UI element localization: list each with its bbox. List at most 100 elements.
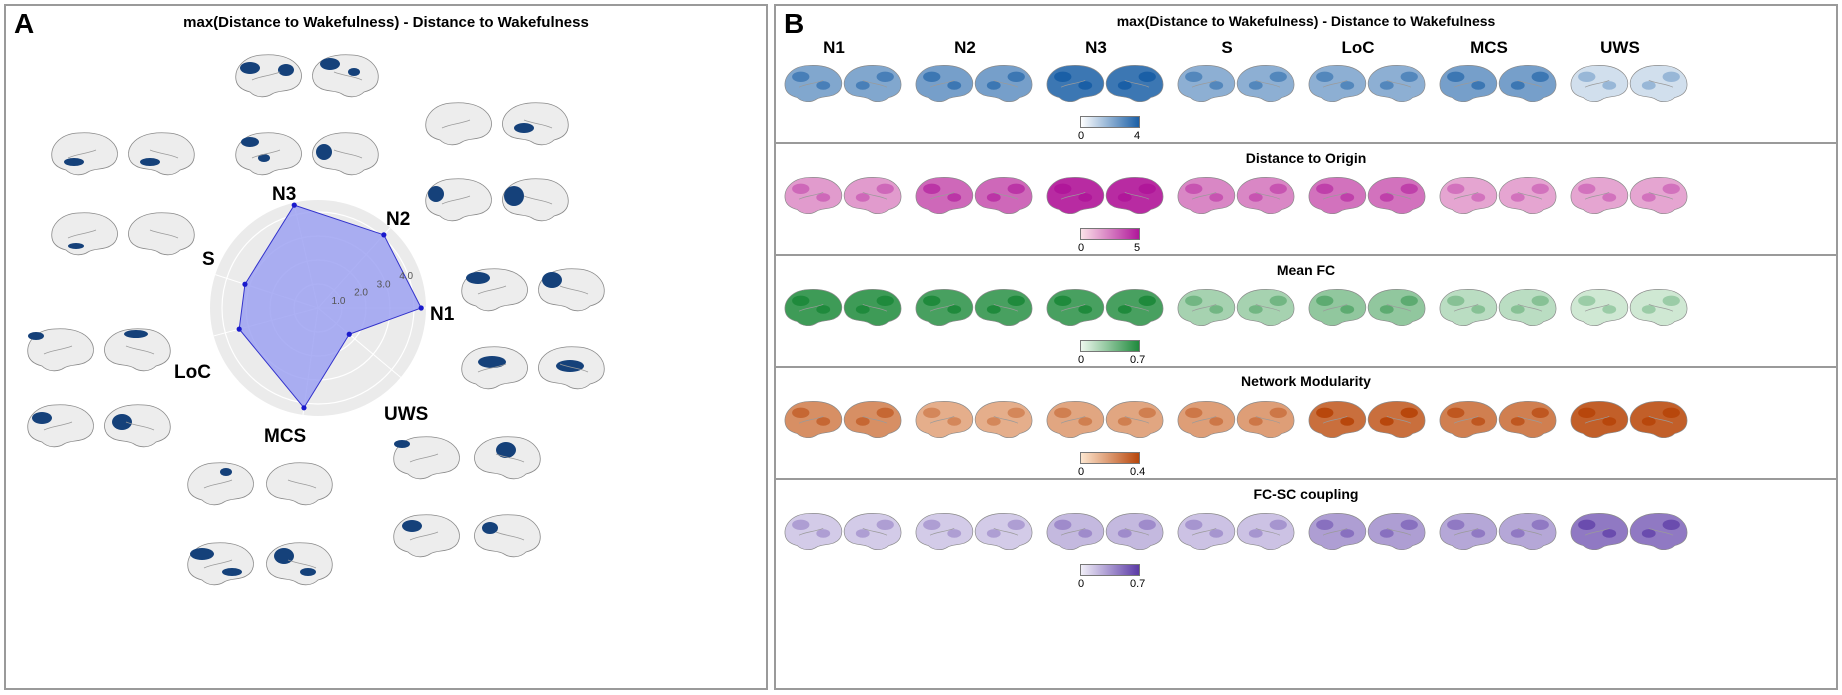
colorbar-network-modularity — [1080, 452, 1140, 464]
brain-surface-map — [1173, 508, 1237, 552]
brain-surface-map — [264, 458, 338, 506]
brain-surface-map — [1628, 396, 1692, 440]
brain-surface-map — [420, 174, 494, 222]
brain-icon — [974, 401, 1033, 439]
brain-icon — [538, 346, 605, 390]
brain-icon — [1236, 289, 1295, 327]
brain-icon — [915, 401, 974, 439]
brain-surface-map — [1042, 508, 1106, 552]
brain-surface-map — [842, 172, 906, 216]
brain-icon — [1308, 65, 1367, 103]
brain-surface-map — [1042, 284, 1106, 328]
brain-surface-map — [1173, 172, 1237, 216]
brain-surface-map — [842, 60, 906, 104]
brain-surface-map — [1104, 60, 1168, 104]
brain-surface-map — [1628, 60, 1692, 104]
brain-icon — [1629, 65, 1688, 103]
brain-surface-map — [1104, 172, 1168, 216]
colorbar-max: 0.7 — [1130, 578, 1146, 590]
column-header-s: S — [1221, 38, 1233, 57]
stage-label-loc: LoC — [174, 362, 211, 383]
brain-icon — [974, 177, 1033, 215]
brain-icon — [843, 65, 902, 103]
brain-surface-map — [1304, 508, 1368, 552]
brain-icon — [235, 132, 302, 176]
brain-icon — [843, 401, 902, 439]
panel-b: B N1 N2 N3 S LoC MCS UWS max(Distance to… — [774, 4, 1838, 690]
stage-label-n2: N2 — [386, 209, 411, 230]
brain-surface-map — [842, 284, 906, 328]
brain-icon — [1177, 401, 1236, 439]
brain-surface-map — [1304, 284, 1368, 328]
brain-icon — [1498, 513, 1557, 551]
brain-icon — [784, 401, 843, 439]
brain-icon — [51, 212, 118, 256]
row-separator — [776, 366, 1836, 368]
radar-point-s — [242, 281, 248, 287]
radar-tick-label: 2.0 — [354, 288, 368, 299]
brain-surface-map — [1566, 284, 1630, 328]
brain-surface-map — [46, 208, 120, 256]
brain-icon — [502, 178, 569, 222]
brain-surface-map — [1104, 508, 1168, 552]
brain-surface-map — [1497, 396, 1561, 440]
brain-surface-map — [102, 324, 176, 372]
row-title-distance-wakefulness: max(Distance to Wakefulness) - Distance … — [1116, 13, 1496, 29]
brain-icon — [128, 132, 195, 176]
brain-icon — [784, 513, 843, 551]
brain-surface-map — [1304, 60, 1368, 104]
stage-label-n1: N1 — [430, 304, 455, 325]
radar-tick-label: 1.0 — [332, 296, 346, 307]
brain-icon — [1308, 289, 1367, 327]
brain-icon — [1367, 65, 1426, 103]
brain-icon — [1367, 177, 1426, 215]
brain-icon — [1629, 513, 1688, 551]
brain-surface-map — [973, 284, 1037, 328]
brain-icon — [1046, 513, 1105, 551]
brain-icon — [974, 289, 1033, 327]
colorbar-max: 0.4 — [1130, 466, 1146, 478]
column-header-uws: UWS — [1600, 38, 1640, 57]
brain-icon — [425, 102, 492, 146]
brain-surface-map — [780, 284, 844, 328]
brain-icon — [1105, 289, 1164, 327]
brain-surface-map — [1497, 284, 1561, 328]
brain-icon — [1105, 177, 1164, 215]
brain-surface-map — [973, 396, 1037, 440]
row-separator — [776, 478, 1836, 480]
brain-icon — [1105, 513, 1164, 551]
brain-icon — [1308, 513, 1367, 551]
brain-icon — [312, 132, 379, 176]
brain-surface-map — [1566, 508, 1630, 552]
brain-icon — [1439, 177, 1498, 215]
brain-surface-map — [1304, 172, 1368, 216]
radar-chart: 1.02.03.04.0 — [210, 200, 426, 416]
column-header-n2: N2 — [954, 38, 976, 57]
brain-surface-map — [1435, 284, 1499, 328]
colorbar-max: 5 — [1134, 242, 1141, 254]
brain-surface-map — [420, 98, 494, 146]
brain-icon — [843, 513, 902, 551]
brain-icon — [312, 54, 379, 98]
brain-surface-map — [1497, 60, 1561, 104]
brain-icon — [1629, 177, 1688, 215]
brain-icon — [104, 328, 171, 372]
brain-surface-map — [1042, 60, 1106, 104]
brain-surface-map — [182, 538, 256, 586]
brain-icon — [1570, 401, 1629, 439]
brain-icon — [51, 132, 118, 176]
colorbar-min: 0 — [1078, 242, 1085, 254]
radar-point-mcs — [301, 405, 307, 411]
brain-surface-map — [230, 50, 304, 98]
brain-icon — [1177, 65, 1236, 103]
colorbar-mean-fc — [1080, 340, 1140, 352]
brain-icon — [974, 513, 1033, 551]
brain-icon — [1498, 65, 1557, 103]
row-title-mean-fc: Mean FC — [1276, 262, 1336, 278]
brain-icon — [1570, 65, 1629, 103]
colorbar-distance-wakefulness — [1080, 116, 1140, 128]
brain-surface-map — [1104, 396, 1168, 440]
brain-icon — [27, 404, 94, 448]
stage-label-n3: N3 — [272, 184, 297, 205]
brain-surface-map — [1042, 396, 1106, 440]
